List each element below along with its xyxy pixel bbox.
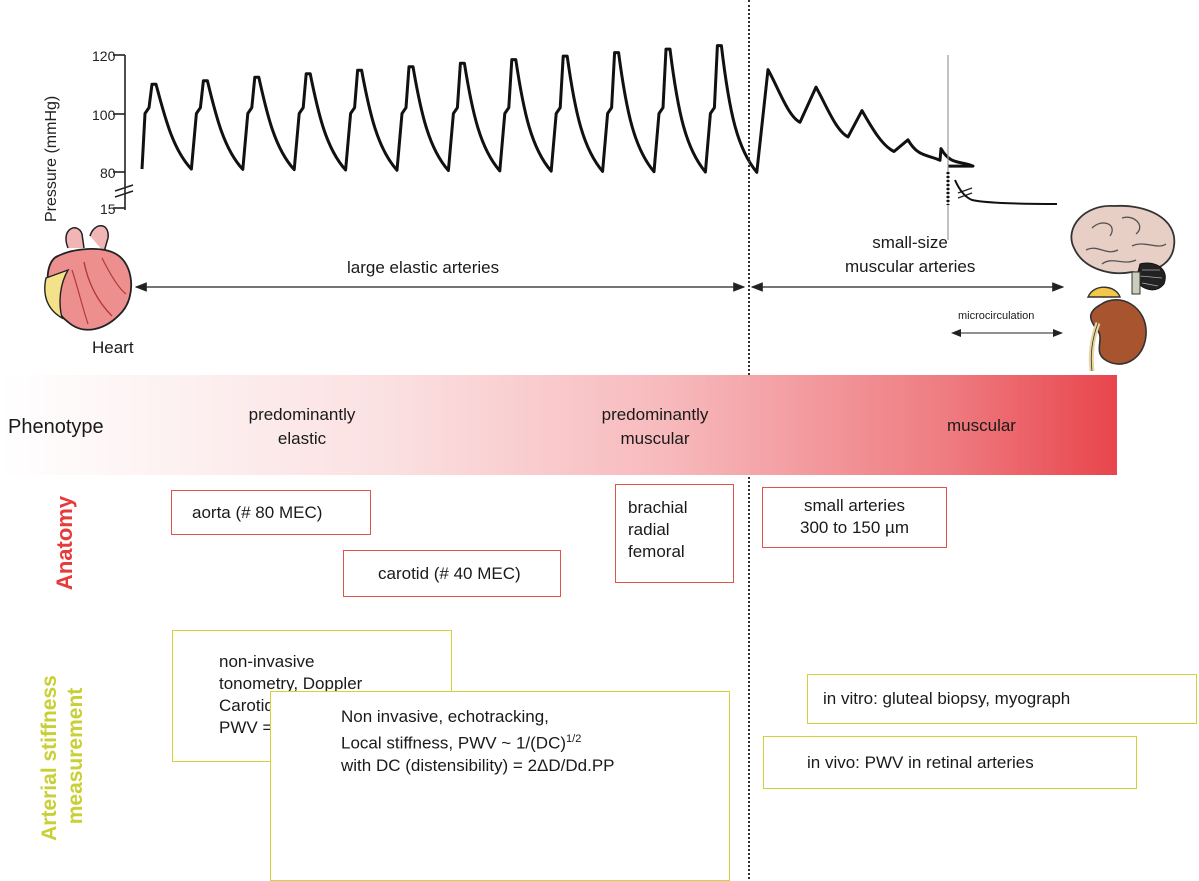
anatomy-box-peripheral: brachial radial femoral xyxy=(615,484,734,583)
y-tick-label: 100 xyxy=(92,107,116,123)
y-tick-label: 120 xyxy=(92,48,116,64)
segment-arrows xyxy=(134,282,1065,337)
anatomy-radial: radial xyxy=(628,520,670,539)
measure-box-local: Non invasive, echotracking, Local stiffn… xyxy=(270,691,730,881)
measure-box-in-vivo: in vivo: PWV in retinal arteries xyxy=(763,736,1137,789)
phenotype-elastic-line1: predominantly xyxy=(248,405,356,424)
anatomy-brachial: brachial xyxy=(628,498,688,517)
small-arteries-line1: small arteries xyxy=(803,496,906,515)
microcirculation-flat-line xyxy=(954,179,1058,205)
phenotype-elastic-line2: elastic xyxy=(277,429,327,448)
anatomy-femoral: femoral xyxy=(628,542,685,561)
local-line2-sup: 1/2 xyxy=(566,733,582,745)
local-line3: with DC (distensibility) = 2ΔD/Dd.PP xyxy=(341,755,615,775)
aorta-method-line2: tonometry, Doppler xyxy=(219,674,363,693)
microcirculation-label: microcirculation xyxy=(958,310,1035,322)
phenotype-pred-muscular-line1: predominantly xyxy=(601,405,709,424)
axis-break-mark xyxy=(114,184,134,198)
phenotype-label: Phenotype xyxy=(8,416,104,438)
y-tick-label: 80 xyxy=(100,165,116,181)
local-line1: Non invasive, echotracking, xyxy=(341,707,549,726)
aorta-method-line1: non-invasive xyxy=(219,652,315,671)
small-muscular-label-2: muscular arteries xyxy=(845,257,976,276)
connector-lines xyxy=(211,535,873,691)
pressure-waveform-chart: 120 100 80 15 Pressure (mmHg) xyxy=(43,44,1058,240)
pressure-wave-line xyxy=(140,44,975,174)
heart-icon xyxy=(44,225,133,331)
in-vivo-text: in vivo: PWV in retinal arteries xyxy=(807,753,1034,772)
in-vitro-text: in vitro: gluteal biopsy, myograph xyxy=(823,689,1071,708)
local-line2: Local stiffness, PWV ~ 1/(DC)1/2 xyxy=(341,728,729,755)
y-axis-label: Pressure (mmHg) xyxy=(43,96,60,222)
anatomy-carotid-text: carotid (# 40 MEC) xyxy=(378,564,521,583)
anatomy-box-aorta: aorta (# 80 MEC) xyxy=(171,490,371,535)
brain-icon xyxy=(1070,204,1176,295)
large-elastic-label: large elastic arteries xyxy=(347,258,500,277)
anatomy-box-carotid: carotid (# 40 MEC) xyxy=(343,550,561,597)
phenotype-gradient-band xyxy=(0,375,1117,475)
local-line2-text: Local stiffness, PWV ~ 1/(DC) xyxy=(341,733,567,753)
small-arteries-line2: 300 to 150 µm xyxy=(799,518,910,537)
phenotype-muscular: muscular xyxy=(947,416,1016,435)
heart-label: Heart xyxy=(92,338,134,357)
y-tick-label: 15 xyxy=(100,201,116,217)
kidney-icon xyxy=(1086,286,1147,372)
small-muscular-label-1: small-size xyxy=(872,233,948,252)
anatomy-aorta-text: aorta (# 80 MEC) xyxy=(192,503,323,522)
measure-box-in-vitro: in vitro: gluteal biopsy, myograph xyxy=(807,674,1197,724)
stiffness-row-label-2: measurement xyxy=(64,687,87,825)
phenotype-pred-muscular-line2: muscular xyxy=(620,429,690,448)
anatomy-box-small-arteries: small arteries 300 to 150 µm xyxy=(762,487,947,548)
